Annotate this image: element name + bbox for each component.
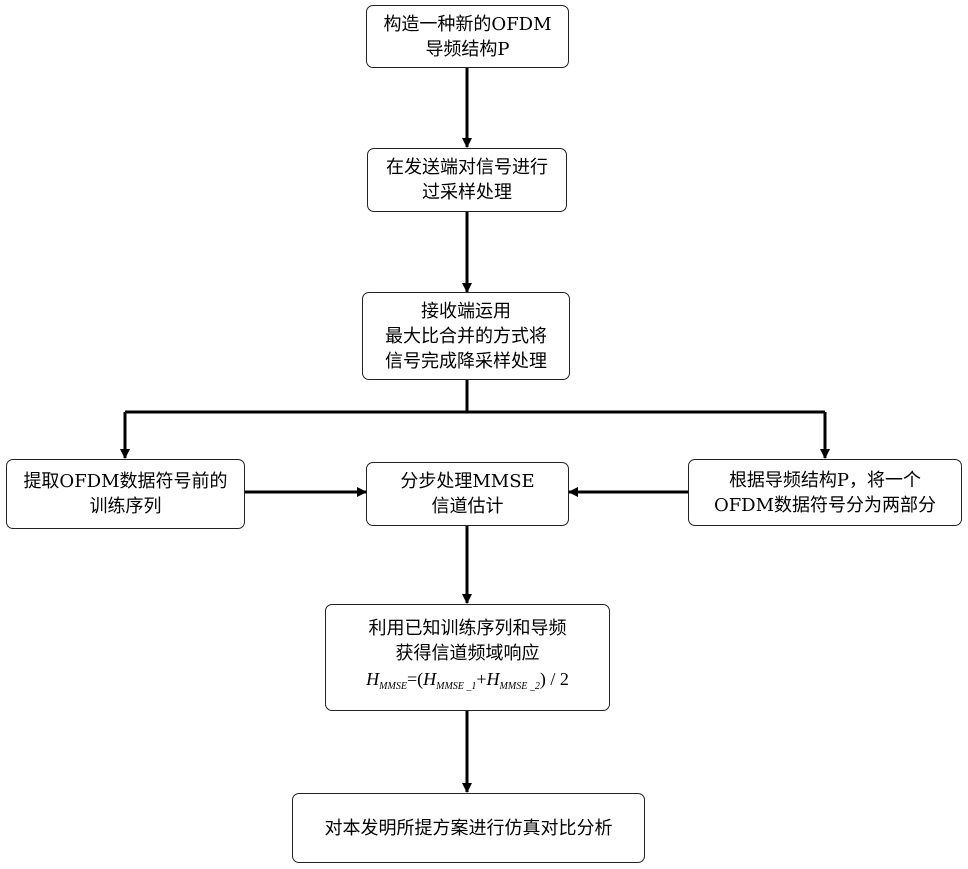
formula-plus: + xyxy=(476,669,486,689)
step3-line-2: 最大比合并的方式将 xyxy=(385,324,547,349)
left-box: 提取OFDM数据符号前的 训练序列 xyxy=(6,459,245,529)
formula-equals: = xyxy=(407,669,417,689)
step6-box: 对本发明所提方案进行仿真对比分析 xyxy=(292,793,645,863)
formula-h2: H xyxy=(487,669,500,689)
right-line-2: OFDM数据符号分为两部分 xyxy=(714,493,936,518)
step2-box: 在发送端对信号进行 过采样处理 xyxy=(367,148,567,212)
step1-line-2: 导频结构P xyxy=(425,37,509,62)
center-line-2: 信道估计 xyxy=(432,494,504,519)
step5-line-2: 获得信道频域响应 xyxy=(396,641,540,666)
formula-sub-2: MMSE _2 xyxy=(500,681,540,692)
right-line-1: 根据导频结构P，将一个 xyxy=(729,468,921,493)
step1-box: 构造一种新的OFDM 导频结构P xyxy=(366,5,569,68)
formula-sub-1: MMSE _1 xyxy=(436,681,476,692)
step1-line-1: 构造一种新的OFDM xyxy=(383,12,551,37)
formula-sub-main: MMSE xyxy=(379,681,407,692)
step3-line-1: 接收端运用 xyxy=(421,299,511,324)
step2-line-1: 在发送端对信号进行 xyxy=(386,155,548,180)
step2-line-2: 过采样处理 xyxy=(422,180,512,205)
step5-box: 利用已知训练序列和导频 获得信道频域响应 HMMSE=(HMMSE _1+HMM… xyxy=(325,604,610,711)
formula-h: H xyxy=(366,669,379,689)
step3-line-3: 信号完成降采样处理 xyxy=(385,349,547,374)
center-line-1: 分步处理MMSE xyxy=(400,469,534,494)
mmse-formula: HMMSE=(HMMSE _1+HMMSE _2) / 2 xyxy=(366,666,569,700)
left-line-1: 提取OFDM数据符号前的 xyxy=(23,469,227,494)
step5-line-1: 利用已知训练序列和导频 xyxy=(369,616,567,641)
right-box: 根据导频结构P，将一个 OFDM数据符号分为两部分 xyxy=(688,459,962,526)
formula-tail: ) / 2 xyxy=(540,669,569,689)
step3-box: 接收端运用 最大比合并的方式将 信号完成降采样处理 xyxy=(362,292,570,380)
center-box: 分步处理MMSE 信道估计 xyxy=(366,462,569,526)
step6-line-1: 对本发明所提方案进行仿真对比分析 xyxy=(325,816,613,841)
formula-h1: H xyxy=(423,669,436,689)
left-line-2: 训练序列 xyxy=(90,494,162,519)
